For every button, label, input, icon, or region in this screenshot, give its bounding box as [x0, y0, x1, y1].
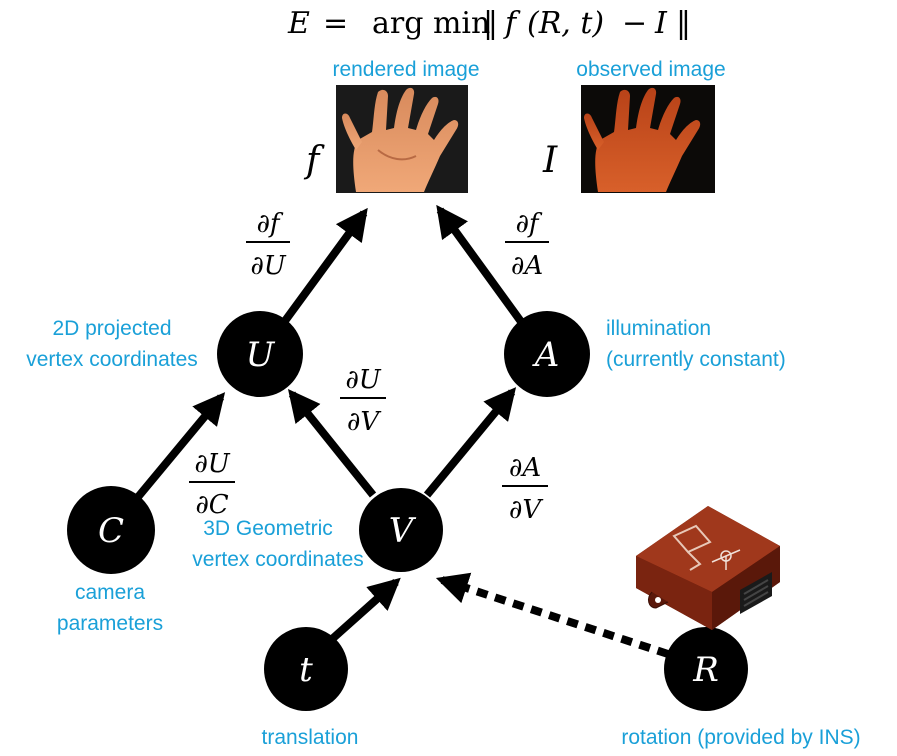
node-U: U	[217, 311, 303, 397]
derivative-dAdV: ∂A ∂V	[502, 453, 548, 525]
dAdV-numerator: ∂A	[509, 453, 541, 483]
edge-C-to-U	[134, 392, 226, 500]
edge-R-to-V	[435, 572, 670, 658]
equation-args: (R, t)	[527, 6, 604, 41]
equation-f: f	[503, 6, 521, 41]
caption-A-line-1: illumination	[606, 317, 711, 340]
caption-A-line-2: (currently constant)	[606, 348, 786, 371]
caption-R: rotation (provided by INS)	[621, 726, 860, 749]
node-C-letter: C	[98, 511, 124, 551]
edge-A-to-image	[436, 204, 526, 326]
rendered-image	[336, 85, 468, 193]
node-V-letter: V	[389, 511, 417, 551]
dfdU-denominator: ∂U	[250, 251, 286, 281]
dUdC-denominator: ∂C	[195, 490, 228, 520]
caption-C-line-1: camera	[75, 581, 145, 604]
edge-U-to-f	[278, 207, 368, 328]
dUdV-numerator: ∂U	[345, 365, 381, 395]
caption-V-line-1: 3D Geometric	[203, 517, 333, 540]
node-R: R	[664, 627, 748, 711]
node-R-letter: R	[692, 650, 719, 690]
dUdV-denominator: ∂V	[347, 407, 381, 437]
derivative-dUdV: ∂U ∂V	[340, 365, 386, 437]
objective-equation: E = arg min ‖ f (R, t) − I ‖	[287, 6, 691, 41]
node-A-letter: A	[532, 335, 560, 375]
dUdC-numerator: ∂U	[194, 449, 230, 479]
caption-U-line-2: vertex coordinates	[26, 348, 198, 371]
caption-U: 2D projected vertex coordinates	[26, 317, 198, 371]
equation-norm-open: ‖	[483, 6, 498, 41]
node-V: V	[359, 488, 443, 572]
graph-edges	[134, 204, 526, 643]
rendered-symbol-f: f	[303, 140, 325, 181]
observed-image	[581, 85, 715, 193]
caption-V-line-2: vertex coordinates	[192, 548, 364, 571]
caption-A: illumination (currently constant)	[606, 317, 786, 371]
dfdU-numerator: ∂f	[256, 209, 283, 239]
derivative-dUdC: ∂U ∂C	[189, 449, 235, 520]
equation-argmin: arg min	[372, 6, 490, 41]
node-t-letter: t	[299, 650, 313, 690]
caption-C-line-2: parameters	[57, 612, 163, 635]
caption-C: camera parameters	[57, 581, 163, 635]
dAdV-denominator: ∂V	[509, 495, 543, 525]
dfdA-numerator: ∂f	[515, 209, 542, 239]
observed-image-label: observed image	[576, 58, 725, 81]
ins-device-image	[636, 506, 780, 630]
equation-I: I	[654, 6, 668, 41]
edge-V-to-A	[423, 387, 517, 498]
node-U-letter: U	[246, 335, 276, 375]
equation-norm-close: ‖	[676, 6, 691, 41]
caption-t: translation	[262, 726, 359, 749]
node-t: t	[264, 627, 348, 711]
edge-V-to-U	[287, 389, 377, 498]
caption-V: 3D Geometric vertex coordinates	[192, 517, 364, 571]
rendered-image-label: rendered image	[332, 58, 479, 81]
equation-equals: =	[323, 6, 348, 41]
derivative-dfdA: ∂f ∂A	[505, 209, 549, 281]
equation-lhs: E	[287, 6, 310, 41]
observed-symbol-I: I	[542, 140, 558, 181]
caption-U-line-1: 2D projected	[52, 317, 171, 340]
node-C: C	[67, 486, 155, 574]
derivative-dfdU: ∂f ∂U	[246, 209, 290, 281]
edge-t-to-V	[328, 577, 401, 643]
equation-minus: −	[622, 6, 647, 41]
node-A: A	[504, 311, 590, 397]
dfdA-denominator: ∂A	[511, 251, 543, 281]
